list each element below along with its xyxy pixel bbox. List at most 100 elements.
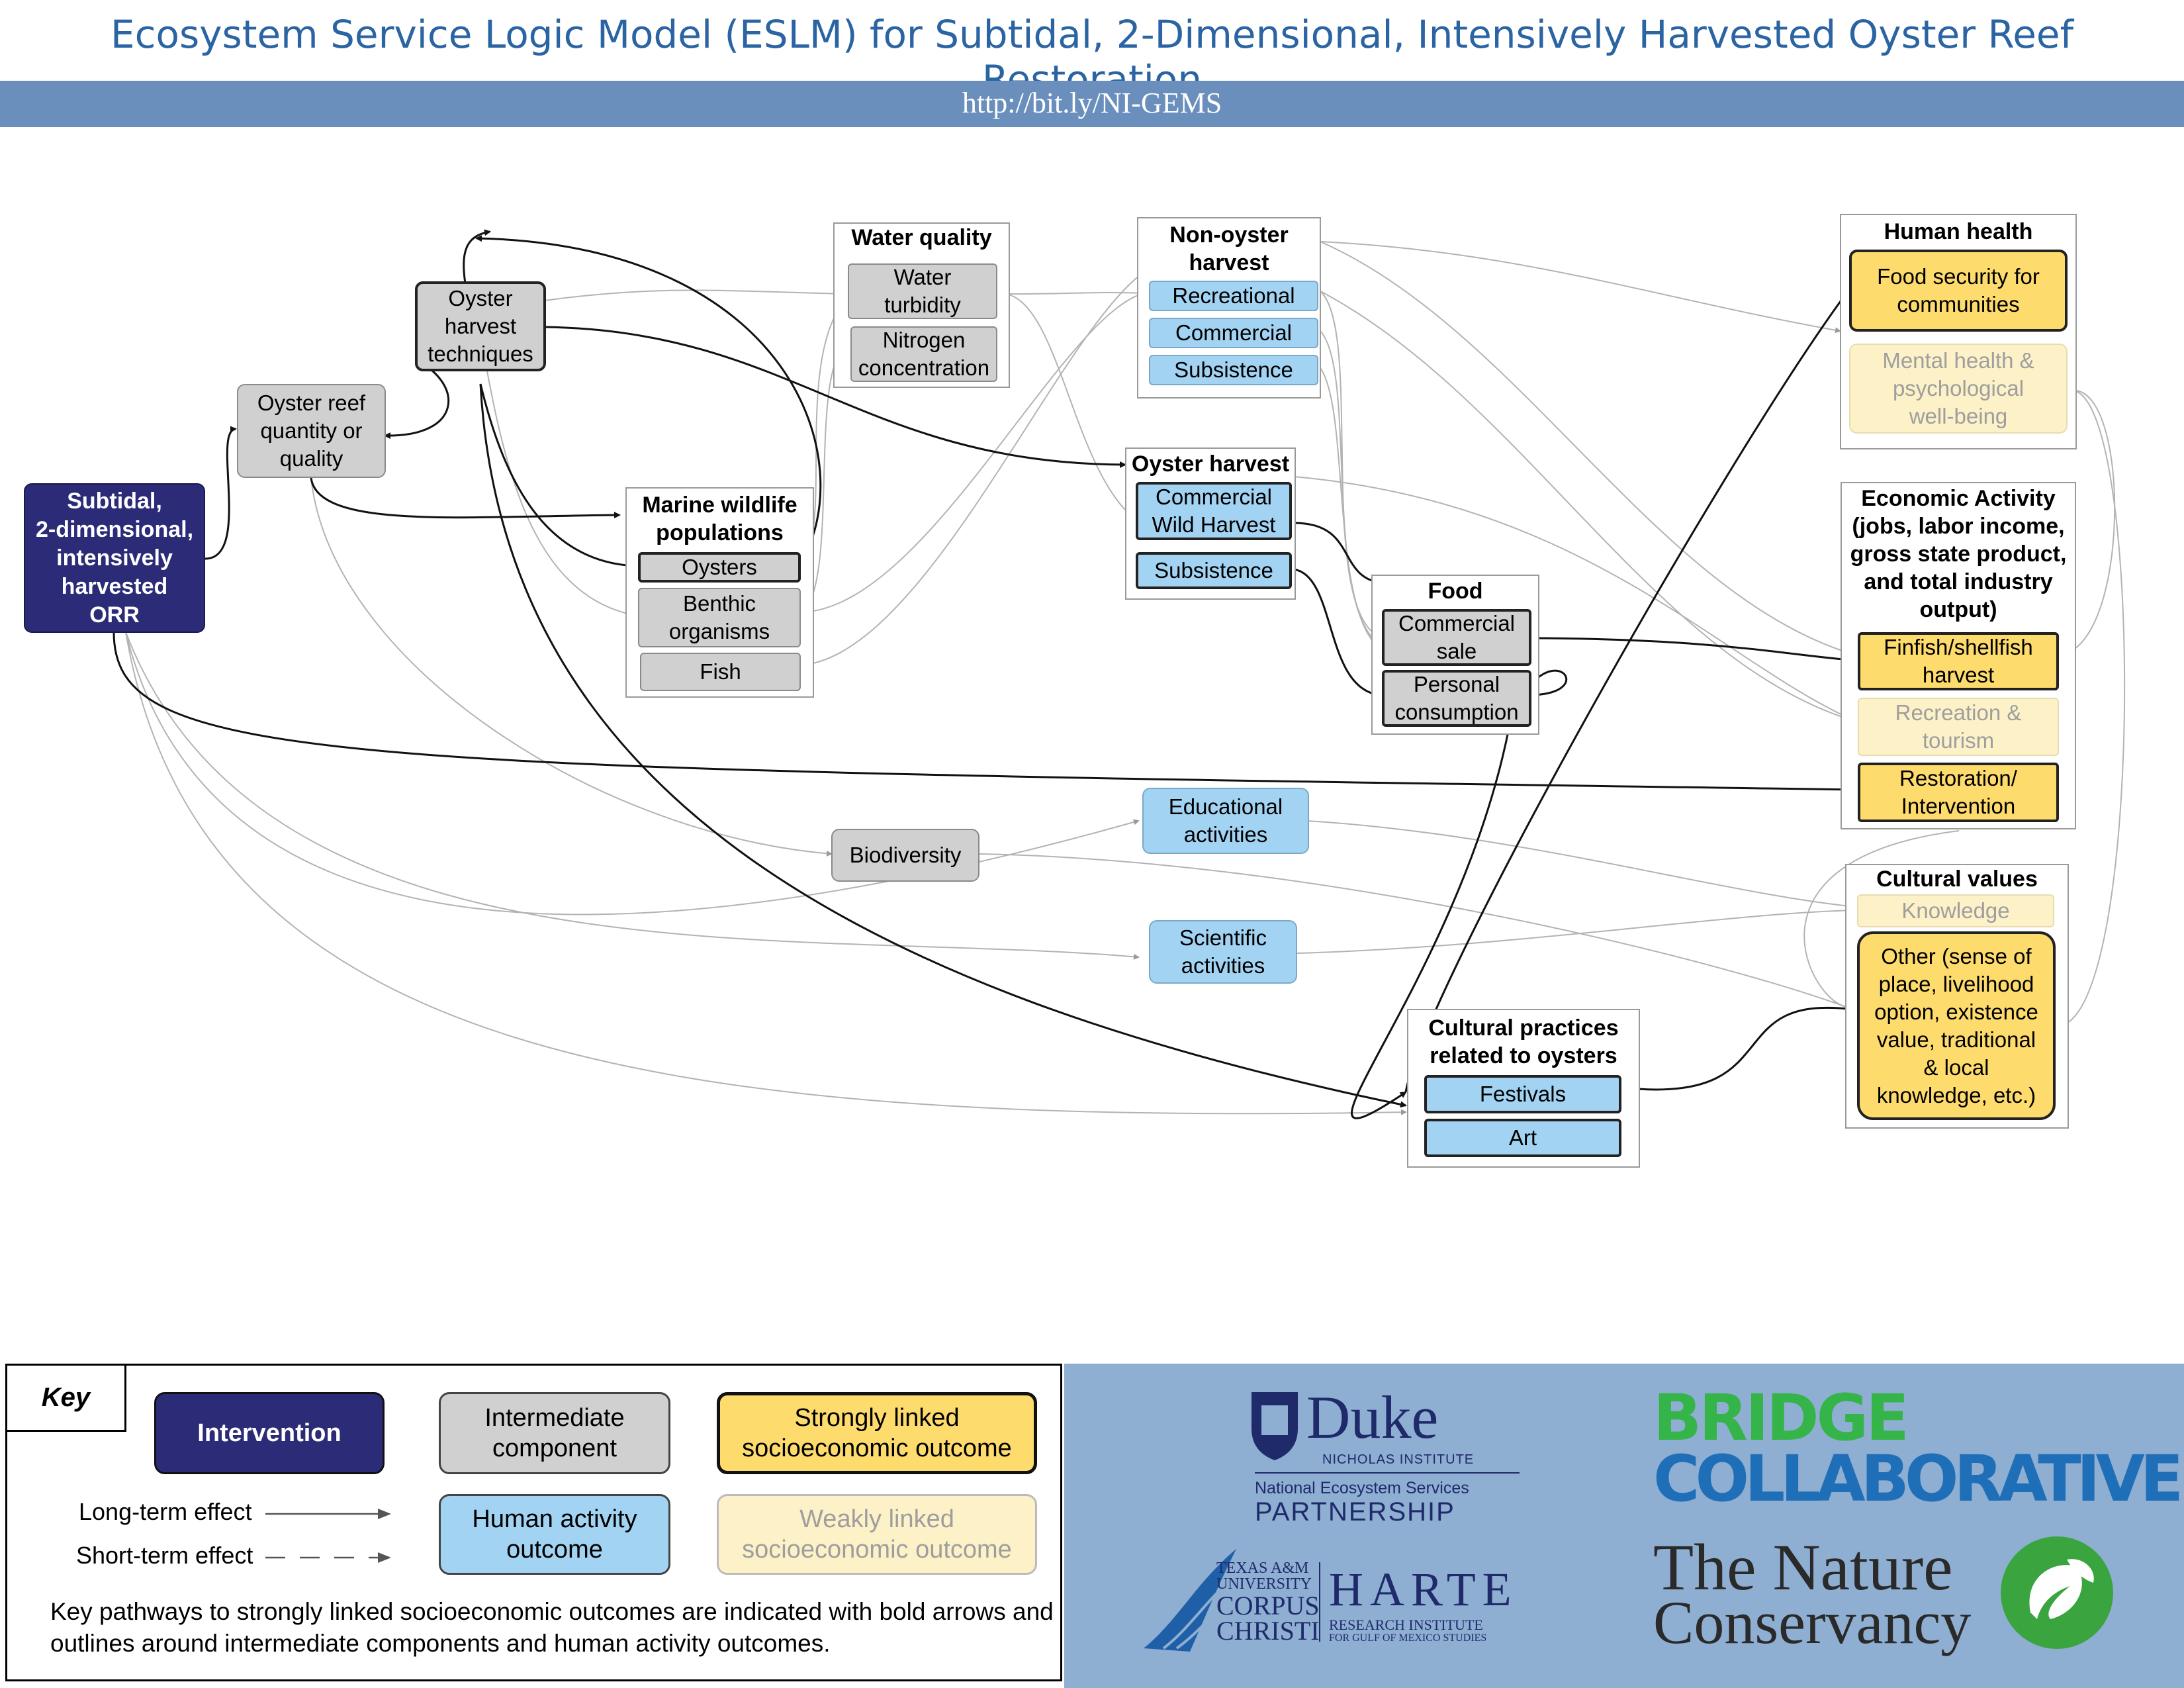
art-node: Art	[1424, 1119, 1621, 1157]
marine-wildlife-title: Marine wildlife populations	[642, 492, 797, 545]
food-title: Food	[1428, 579, 1483, 604]
url-link[interactable]: http://bit.ly/NI-GEMS	[962, 87, 1222, 119]
restoration-intervention-node: Restoration/ Intervention	[1858, 763, 2059, 822]
connector	[2058, 387, 2126, 1027]
connector	[475, 235, 822, 563]
personal-consumption-node: Personal consumption	[1382, 670, 1531, 727]
connector	[2058, 387, 2116, 656]
connector	[310, 477, 833, 857]
reef-quality-node: Oyster reef quantity or quality	[237, 384, 386, 478]
tamu-line1: TEXAS A&M	[1216, 1560, 1309, 1577]
bridge-collaborative-logo: BRIDGE COLLABORATIVE	[1653, 1381, 2183, 1526]
connector	[125, 632, 1140, 915]
connector	[979, 853, 1854, 1011]
marine-wildlife-group: Marine wildlife populations Oysters Bent…	[625, 487, 814, 698]
human-health-group: Human health Food security for communiti…	[1840, 214, 2077, 449]
fish-node: Fish	[640, 653, 801, 691]
biodiversity-node: Biodiversity	[831, 829, 979, 882]
key-strong: Strongly linked socioeconomic outcome	[717, 1392, 1037, 1474]
connector	[1803, 830, 1960, 1011]
connector	[125, 632, 1407, 1115]
food-group: Food Commercial sale Personal consumptio…	[1371, 575, 1539, 735]
intervention-node: Subtidal, 2-dimensional, intensively har…	[24, 483, 205, 633]
connector	[800, 270, 1146, 666]
connector	[1320, 241, 1858, 657]
duke-shield-icon	[1251, 1392, 1298, 1460]
duke-name: Duke	[1306, 1383, 1439, 1451]
connector	[1320, 291, 1858, 724]
connector	[544, 289, 846, 301]
water-quality-group: Water quality Water turbidity Nitrogen c…	[833, 222, 1010, 388]
educational-activities-node: Educational activities	[1142, 788, 1309, 854]
oyster-harvest-group: Oyster harvest Commercial Wild Harvest S…	[1125, 447, 1296, 600]
cultural-practices-group: Cultural practices related to oysters Fe…	[1407, 1009, 1640, 1168]
bridge-line1: BRIDGE	[1653, 1381, 1909, 1455]
finfish-shellfish-harvest-node: Finfish/shellfish harvest	[1858, 632, 2059, 690]
key-weak: Weakly linked socioeconomic outcome	[717, 1494, 1037, 1575]
benthic-organisms-node: Benthic organisms	[638, 588, 801, 647]
harte-sub2: FOR GULF OF MEXICO STUDIES	[1329, 1632, 1487, 1644]
economic-activity-title: Economic Activity (jobs, labor income, g…	[1850, 486, 2067, 622]
nitrogen-concentration-node: Nitrogen concentration	[850, 326, 997, 382]
water-turbidity-node: Water turbidity	[848, 263, 997, 319]
key-long-term-label: Long-term effect	[79, 1498, 252, 1525]
cultural-values-group: Cultural values Knowledge Other (sense o…	[1845, 864, 2069, 1129]
key-legend: Key Intervention Intermediate component …	[5, 1364, 1062, 1681]
recreational-node: Recreational	[1149, 281, 1318, 311]
nesp-line2: PARTNERSHIP	[1255, 1497, 1455, 1526]
tnc-line2: Conservancy	[1653, 1589, 1972, 1656]
knowledge-node: Knowledge	[1857, 894, 2054, 927]
key-label: Key	[7, 1366, 126, 1432]
scientific-activities-node: Scientific activities	[1149, 920, 1297, 984]
connector	[1297, 907, 1858, 954]
tamu-line4: CHRISTI	[1216, 1616, 1320, 1646]
connector	[1320, 291, 1378, 637]
cultural-practices-title: Cultural practices related to oysters	[1428, 1015, 1619, 1068]
connector	[1005, 293, 1133, 518]
key-note: Key pathways to strongly linked socioeco…	[50, 1598, 1054, 1657]
tamucc-wing-icon	[1144, 1549, 1238, 1652]
harte-sub1: RESEARCH INSTITUTE	[1329, 1617, 1483, 1633]
non-oyster-harvest-group: Non-oyster harvest Recreational Commerci…	[1137, 217, 1321, 399]
mental-health-node: Mental health & psychological well-being	[1849, 344, 2068, 434]
connector	[310, 477, 621, 519]
key-arrows	[265, 1509, 391, 1563]
connector	[1005, 290, 1146, 297]
connector	[1320, 241, 1841, 334]
key-short-term-label: Short-term effect	[76, 1542, 253, 1569]
economic-activity-group: Economic Activity (jobs, labor income, g…	[1841, 482, 2076, 829]
connector	[1293, 476, 1858, 723]
oyster-subsistence-node: Subsistence	[1136, 552, 1292, 589]
connector	[1350, 669, 1568, 1119]
harte-name: HARTE	[1329, 1563, 1518, 1616]
partner-logos: Duke NICHOLAS INSTITUTE National Ecosyst…	[1064, 1364, 2184, 1688]
tnc-leaf-icon	[2001, 1536, 2113, 1649]
commercial-sale-node: Commercial sale	[1382, 609, 1531, 666]
oyster-harvest-title: Oyster harvest	[1131, 451, 1290, 477]
connector	[479, 383, 638, 569]
connector	[205, 426, 237, 560]
bridge-line2: COLLABORATIVE	[1653, 1442, 2183, 1516]
connector	[125, 632, 1140, 960]
non-oyster-harvest-title: Non-oyster harvest	[1169, 222, 1289, 275]
water-quality-title: Water quality	[851, 225, 992, 250]
connector	[113, 632, 1859, 793]
nesp-line1: National Ecosystem Services	[1255, 1479, 1469, 1497]
key-human: Human activity outcome	[439, 1494, 670, 1575]
bold-connectors	[113, 229, 1859, 1119]
page-title: Ecosystem Service Logic Model (ESLM) for…	[110, 12, 2074, 102]
human-health-title: Human health	[1884, 219, 2033, 244]
duke-logo: Duke NICHOLAS INSTITUTE National Ecosyst…	[1248, 1382, 1520, 1526]
oysters-node: Oysters	[638, 552, 801, 583]
connector	[1528, 637, 1859, 664]
tamu-line2: UNIVERSITY	[1216, 1575, 1312, 1593]
key-intermediate: Intermediate component	[439, 1392, 670, 1474]
tamucc-harte-logo: TEXAS A&M UNIVERSITY CORPUS CHRISTI HART…	[1137, 1542, 1527, 1675]
connector	[479, 383, 1407, 1108]
subsistence-node: Subsistence	[1149, 355, 1318, 385]
connector	[1320, 367, 1381, 650]
connector	[479, 330, 638, 618]
festivals-node: Festivals	[1424, 1075, 1621, 1113]
duke-sub: NICHOLAS INSTITUTE	[1322, 1452, 1475, 1467]
